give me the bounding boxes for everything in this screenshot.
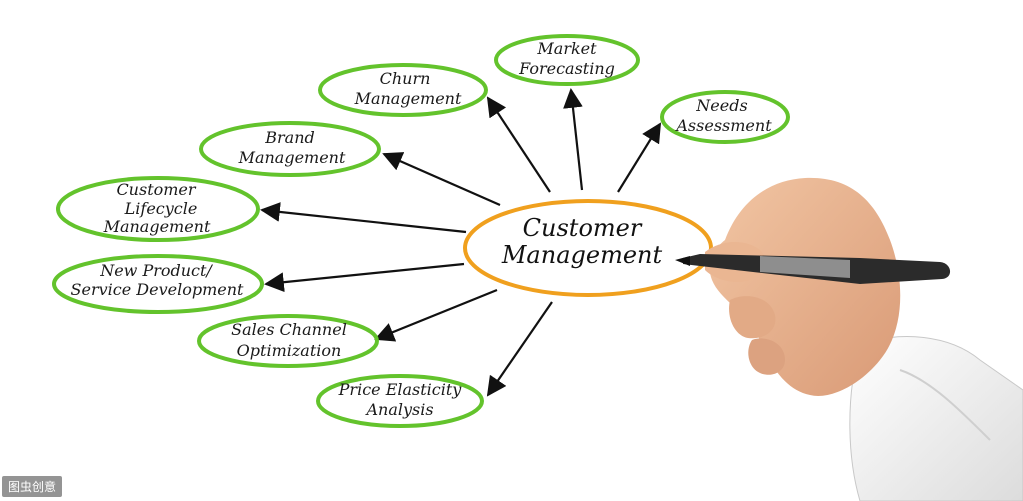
arrow-to-market-forecasting <box>563 88 584 191</box>
churn-management-line2: Management <box>354 89 462 108</box>
node-new-product-service-development <box>52 254 264 314</box>
price-elasticity-line2: Analysis <box>364 400 433 419</box>
node-price-elasticity-analysis <box>316 374 484 428</box>
churn-management-line1: Churn <box>380 69 431 88</box>
node-labels: Market Forecasting Churn Management Need… <box>71 39 773 419</box>
customer-lifecycle-line2: Lifecycle <box>124 199 198 218</box>
brand-management-line1: Brand <box>264 128 315 147</box>
center-node <box>463 199 713 297</box>
market-forecasting-line2: Forecasting <box>518 59 615 78</box>
needs-assessment-line1: Needs <box>695 96 747 115</box>
arrow-to-churn-management <box>486 96 551 193</box>
center-line1: Customer <box>523 214 643 242</box>
node-churn-management <box>318 63 488 117</box>
node-customer-lifecycle-management <box>56 176 260 242</box>
arrows <box>260 88 662 397</box>
nodes <box>52 34 790 428</box>
node-market-forecasting <box>494 34 640 86</box>
hand-with-marker-image <box>675 177 1023 501</box>
arrow-to-customer-lifecycle-management <box>260 202 467 234</box>
arrow-to-brand-management <box>382 152 501 207</box>
node-brand-management <box>199 121 381 177</box>
sales-channel-line2: Optimization <box>237 341 342 360</box>
price-elasticity-line1: Price Elasticity <box>338 380 463 399</box>
brand-management-line2: Management <box>238 148 346 167</box>
customer-lifecycle-line1: Customer <box>116 180 196 199</box>
center-line2: Management <box>501 241 663 269</box>
market-forecasting-line1: Market <box>536 39 597 58</box>
arrow-to-price-elasticity-analysis <box>486 301 553 397</box>
sales-channel-line1: Sales Channel <box>231 320 347 339</box>
needs-assessment-line2: Assessment <box>674 116 772 135</box>
node-sales-channel-optimization <box>197 314 379 368</box>
new-product-line2: Service Development <box>71 280 244 299</box>
arrow-to-needs-assessment <box>617 122 662 193</box>
customer-lifecycle-line3: Management <box>103 217 211 236</box>
watermark: 图虫创意 <box>2 476 63 497</box>
arrow-to-sales-channel-optimization <box>374 288 498 342</box>
new-product-line1: New Product/ <box>99 261 213 280</box>
node-needs-assessment <box>660 90 790 144</box>
arrow-to-new-product-service-development <box>264 262 465 293</box>
